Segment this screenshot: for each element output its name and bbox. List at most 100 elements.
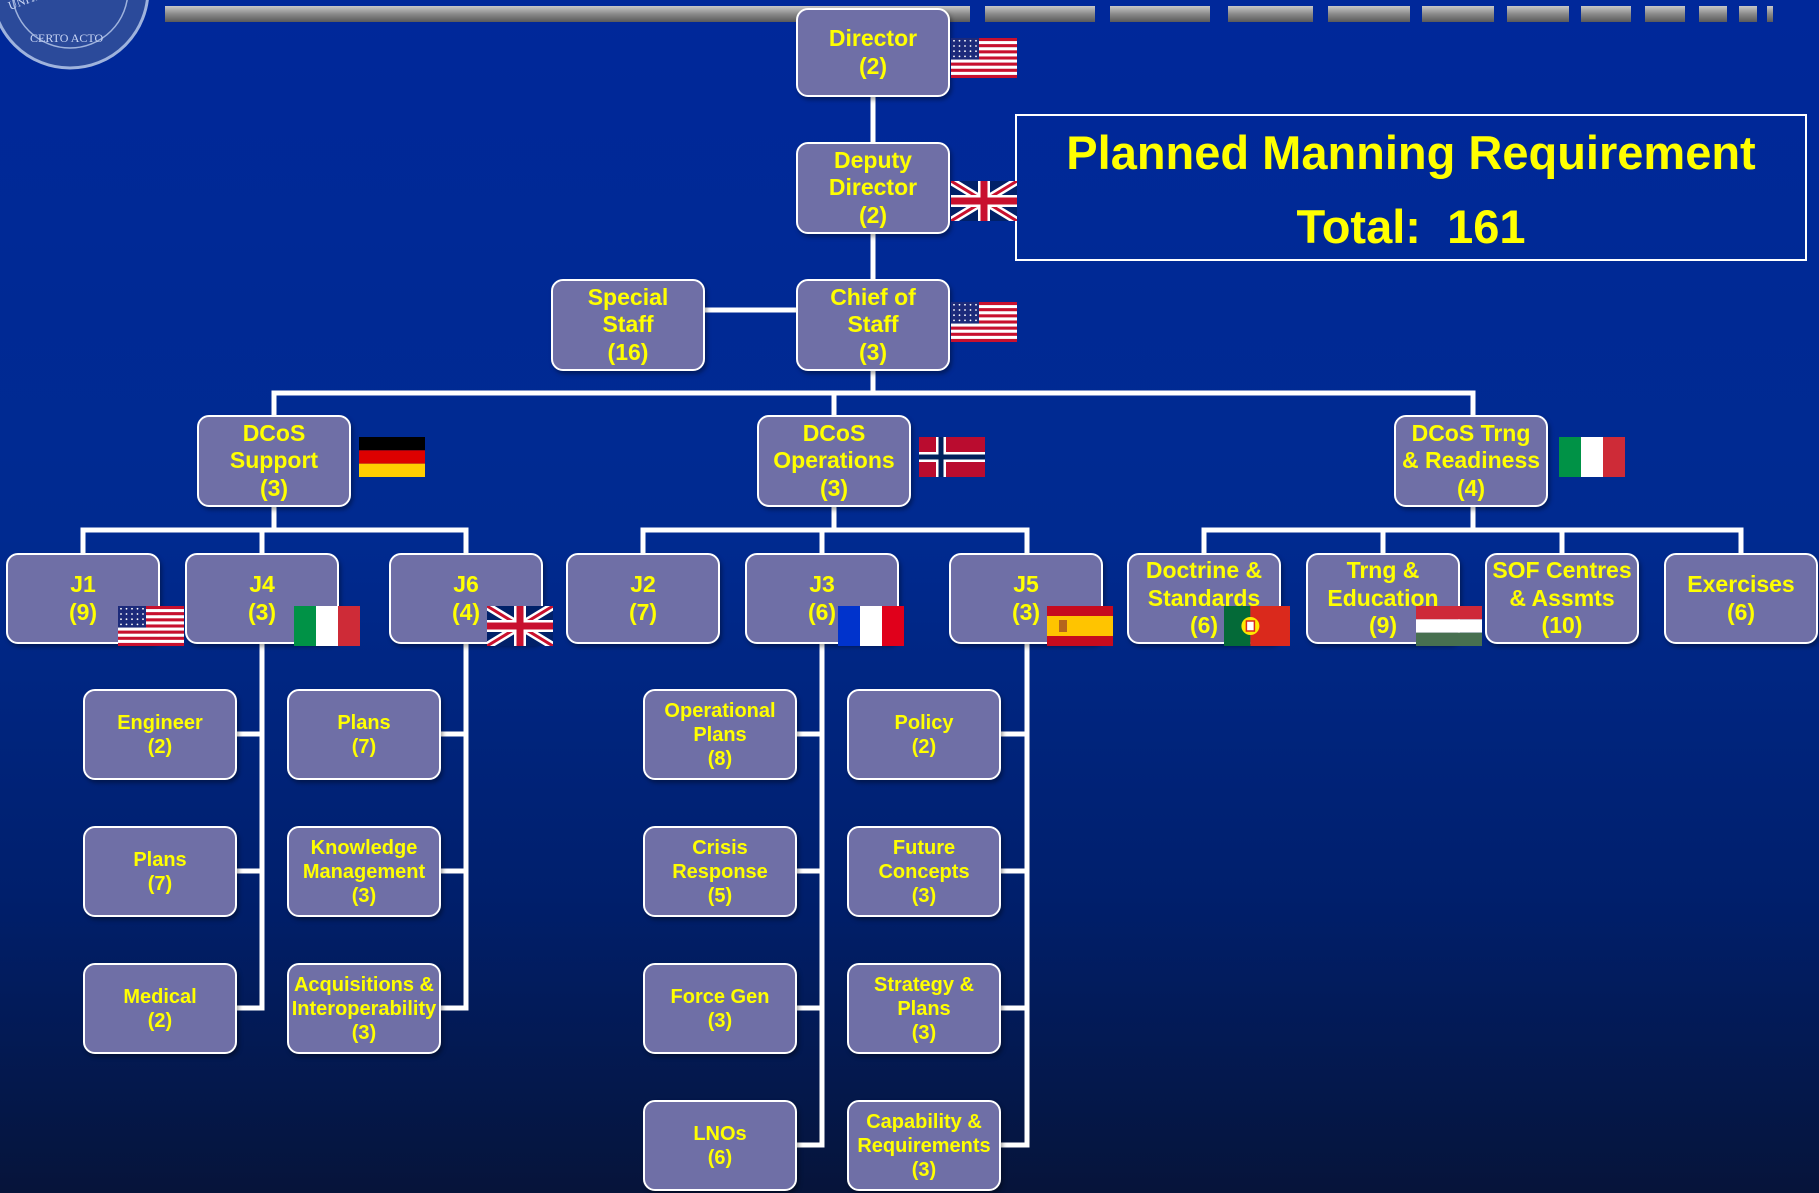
node-label-line: Force Gen xyxy=(670,985,770,1008)
node-sof-centres: SOF Centres& Assmts(10) xyxy=(1485,553,1639,644)
node-label-line: Plans xyxy=(693,723,747,746)
flag-j4 xyxy=(294,606,360,651)
node-label-line: Strategy & xyxy=(873,973,975,996)
node-j2: J2(7) xyxy=(566,553,720,644)
flag-dcos-operations xyxy=(919,437,985,482)
flag-doctrine xyxy=(1224,606,1290,651)
node-label-line: (3) xyxy=(911,1021,937,1044)
node-label-line: (3) xyxy=(858,338,888,365)
node-label-line: (3) xyxy=(1011,598,1041,625)
node-label-line: Acquisitions & xyxy=(293,973,434,996)
node-label-line: J1 xyxy=(70,570,96,597)
flag-j6 xyxy=(484,602,556,651)
node-label-line: Chief of xyxy=(830,283,916,310)
node-label-line: Capability & xyxy=(866,1110,982,1133)
emblem-motto-2: CERTO ACTO xyxy=(30,31,104,45)
flag-dcos-support xyxy=(359,437,425,482)
node-label-line: Trng & xyxy=(1346,557,1420,584)
node-strategy-plans: Strategy &Plans(3) xyxy=(847,963,1001,1054)
node-label-line: (4) xyxy=(451,598,481,625)
emblem-logo: UNITATE SENTENTIAE CERTO ACTO xyxy=(0,0,149,70)
node-label-line: J2 xyxy=(630,570,656,597)
flag-director xyxy=(951,38,1017,83)
flag-deputy-director xyxy=(948,177,1020,226)
node-label-line: Operational xyxy=(664,699,776,722)
node-label-line: (4) xyxy=(1456,474,1486,501)
node-label-line: (2) xyxy=(858,52,888,79)
node-label-line: (3) xyxy=(351,884,377,907)
node-label-line: (2) xyxy=(858,201,888,228)
node-policy: Policy(2) xyxy=(847,689,1001,780)
node-doctrine-standards: Doctrine &Standards(6) xyxy=(1127,553,1281,644)
node-medical: Medical(2) xyxy=(83,963,237,1054)
node-label-line: (3) xyxy=(911,1158,937,1181)
node-label-line: DCoS xyxy=(802,419,866,446)
node-training-education: Trng &Education(9) xyxy=(1306,553,1460,644)
manning-summary-box: Planned Manning Requirement Total: 161 xyxy=(1015,114,1807,261)
node-dcos-training-readiness: DCoS Trng& Readiness(4) xyxy=(1394,415,1548,507)
flag-dcos-training xyxy=(1559,437,1625,482)
node-force-gen: Force Gen(3) xyxy=(643,963,797,1054)
summary-total-value: 161 xyxy=(1447,200,1526,253)
node-label-line: (5) xyxy=(707,884,733,907)
node-label-line: Management xyxy=(302,860,426,883)
node-label-line: J5 xyxy=(1013,570,1039,597)
node-label-line: & Assmts xyxy=(1509,584,1615,611)
node-label-line: J3 xyxy=(809,570,835,597)
summary-total: Total: 161 xyxy=(1017,190,1805,264)
node-label-line: Director xyxy=(828,174,918,201)
node-label-line: Exercises xyxy=(1687,570,1795,597)
node-label-line: J4 xyxy=(249,570,275,597)
summary-total-label: Total: xyxy=(1296,200,1421,253)
node-exercises: Exercises(6) xyxy=(1664,553,1818,644)
node-label-line: (7) xyxy=(628,598,658,625)
node-label-line: Plans xyxy=(897,997,951,1020)
node-label-line: Policy xyxy=(894,711,954,734)
node-label-line: (3) xyxy=(819,474,849,501)
node-acquisitions-interoperability: Acquisitions &Interoperability(3) xyxy=(287,963,441,1054)
summary-title: Planned Manning Requirement xyxy=(1066,126,1756,179)
node-label-line: SOF Centres xyxy=(1492,557,1632,584)
node-label-line: & Readiness xyxy=(1401,447,1541,474)
node-label-line: (6) xyxy=(1726,598,1756,625)
node-label-line: (2) xyxy=(147,1009,173,1032)
node-label-line: Staff xyxy=(602,311,654,338)
node-label-line: (16) xyxy=(607,338,649,365)
node-label-line: (2) xyxy=(911,735,937,758)
node-label-line: Knowledge xyxy=(310,836,418,859)
node-label-line: (3) xyxy=(707,1009,733,1032)
node-label-line: Interoperability xyxy=(291,997,437,1020)
node-label-line: Doctrine & xyxy=(1145,557,1263,584)
node-engineer: Engineer(2) xyxy=(83,689,237,780)
node-label-line: J6 xyxy=(453,570,479,597)
flag-chief-of-staff xyxy=(951,302,1017,347)
node-label-line: Operations xyxy=(773,447,895,474)
node-label-line: (6) xyxy=(807,598,837,625)
node-director: Director(2) xyxy=(796,8,950,97)
node-j6-plans: Plans(7) xyxy=(287,689,441,780)
node-label-line: Director xyxy=(828,24,918,51)
node-label-line: (3) xyxy=(259,474,289,501)
node-label-line: (9) xyxy=(1368,612,1398,639)
node-label-line: (3) xyxy=(247,598,277,625)
node-label-line: (6) xyxy=(707,1146,733,1169)
node-capability-requirements: Capability &Requirements(3) xyxy=(847,1100,1001,1191)
node-label-line: DCoS Trng xyxy=(1411,419,1531,446)
node-label-line: (7) xyxy=(351,735,377,758)
flag-training-education xyxy=(1416,606,1482,651)
node-label-line: LNOs xyxy=(693,1122,747,1145)
node-label-line: Plans xyxy=(337,711,391,734)
node-label-line: Future xyxy=(892,836,956,859)
flag-j3 xyxy=(838,606,904,651)
node-label-line: Support xyxy=(229,447,319,474)
node-label-line: Staff xyxy=(847,311,899,338)
node-label-line: DCoS xyxy=(242,419,306,446)
